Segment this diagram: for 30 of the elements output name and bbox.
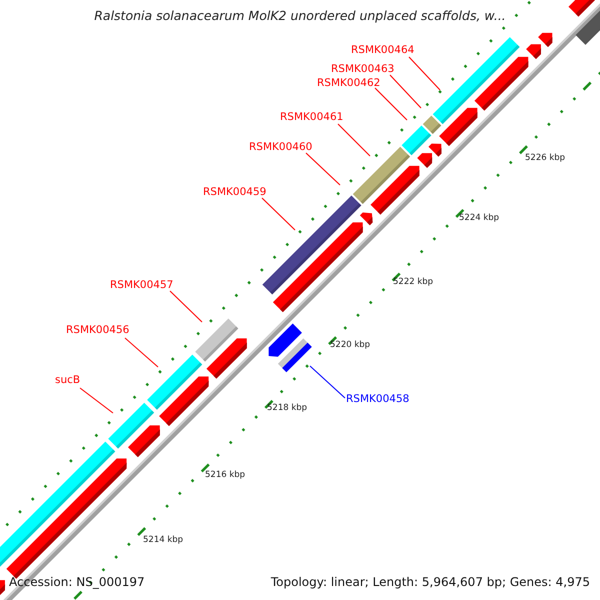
tick-label: 5216 kbp xyxy=(205,470,246,480)
gene-label: RSMK00456 xyxy=(66,324,130,336)
gene-label: RSMK00458 xyxy=(346,393,410,405)
leader-line xyxy=(390,74,422,108)
tick-label: 5214 kbp xyxy=(143,535,184,545)
leader-line xyxy=(310,366,346,398)
leader-line xyxy=(408,56,440,90)
gene-label: RSMK00462 xyxy=(317,77,380,89)
gene-label: RSMK00457 xyxy=(110,279,174,291)
tick-label: 5222 kbp xyxy=(393,277,434,287)
leader-line xyxy=(80,388,114,414)
tick-label: 5218 kbp xyxy=(267,403,308,413)
leader-line xyxy=(262,198,296,230)
leader-line xyxy=(124,338,158,368)
tick-label: 5220 kbp xyxy=(330,340,370,350)
gene-label: RSMK00460 xyxy=(249,141,312,153)
summary-text: Topology: linear; Length: 5,964,607 bp; Genes: 4,975 xyxy=(270,575,590,589)
gene-label: RSMK00461 xyxy=(280,111,344,123)
gene-label: sucB xyxy=(55,374,80,386)
leader-line xyxy=(338,124,370,156)
leader-line xyxy=(170,290,202,322)
gene-label: RSMK00464 xyxy=(351,44,414,56)
leader-line xyxy=(306,152,340,186)
gene-label: RSMK00459 xyxy=(203,186,266,198)
gene-label: RSMK00463 xyxy=(331,63,394,75)
tick-label: 5226 kbp xyxy=(525,153,566,163)
accession-text: Accession: NS_000197 xyxy=(9,575,145,589)
title: Ralstonia solanacearum MolK2 unordered unplaced scaffolds, w... xyxy=(93,8,507,23)
tick-label: 5224 kbp xyxy=(459,213,500,223)
leader-line xyxy=(374,88,408,120)
